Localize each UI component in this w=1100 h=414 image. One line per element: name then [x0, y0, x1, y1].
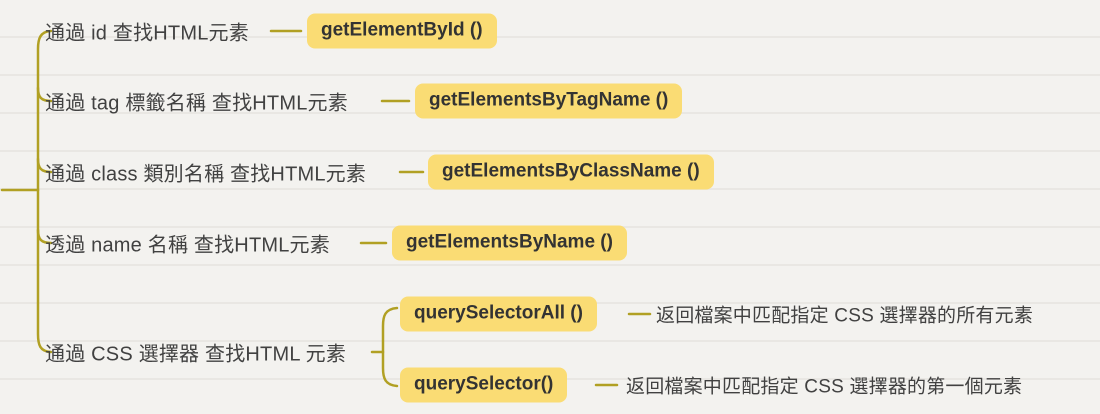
connector-branch-3: [36, 157, 53, 174]
branch-label-css-selector[interactable]: 通過 CSS 選擇器 查找HTML 元素: [45, 343, 347, 366]
method-node-getelementsbyname[interactable]: getElementsByName (): [392, 225, 627, 261]
connector-branch-4: [36, 228, 53, 245]
method-node-queryselector[interactable]: querySelector(): [400, 367, 568, 403]
description-queryselector[interactable]: 返回檔案中匹配指定 CSS 選擇器的第一個元素: [626, 376, 1023, 398]
branch-label-name[interactable]: 透過 name 名稱 查找HTML元素: [45, 234, 330, 257]
connector-bracket-5: [381, 306, 399, 388]
method-node-getelementsbyclassname[interactable]: getElementsByClassName (): [428, 154, 714, 190]
method-node-getelementsbytagname[interactable]: getElementsByTagName (): [415, 83, 683, 119]
connector-spine: [36, 29, 53, 354]
branch-label-tag[interactable]: 通過 tag 標籤名稱 查找HTML元素: [45, 92, 348, 115]
description-queryselectorall[interactable]: 返回檔案中匹配指定 CSS 選擇器的所有元素: [656, 305, 1034, 327]
branch-label-class[interactable]: 通過 class 類別名稱 查找HTML元素: [45, 163, 367, 186]
branch-label-id[interactable]: 通過 id 查找HTML元素: [45, 22, 249, 45]
method-node-getelementbyid[interactable]: getElementById (): [307, 13, 497, 49]
method-node-queryselectorall[interactable]: querySelectorAll (): [400, 296, 597, 332]
connector-branch-2: [36, 86, 53, 103]
